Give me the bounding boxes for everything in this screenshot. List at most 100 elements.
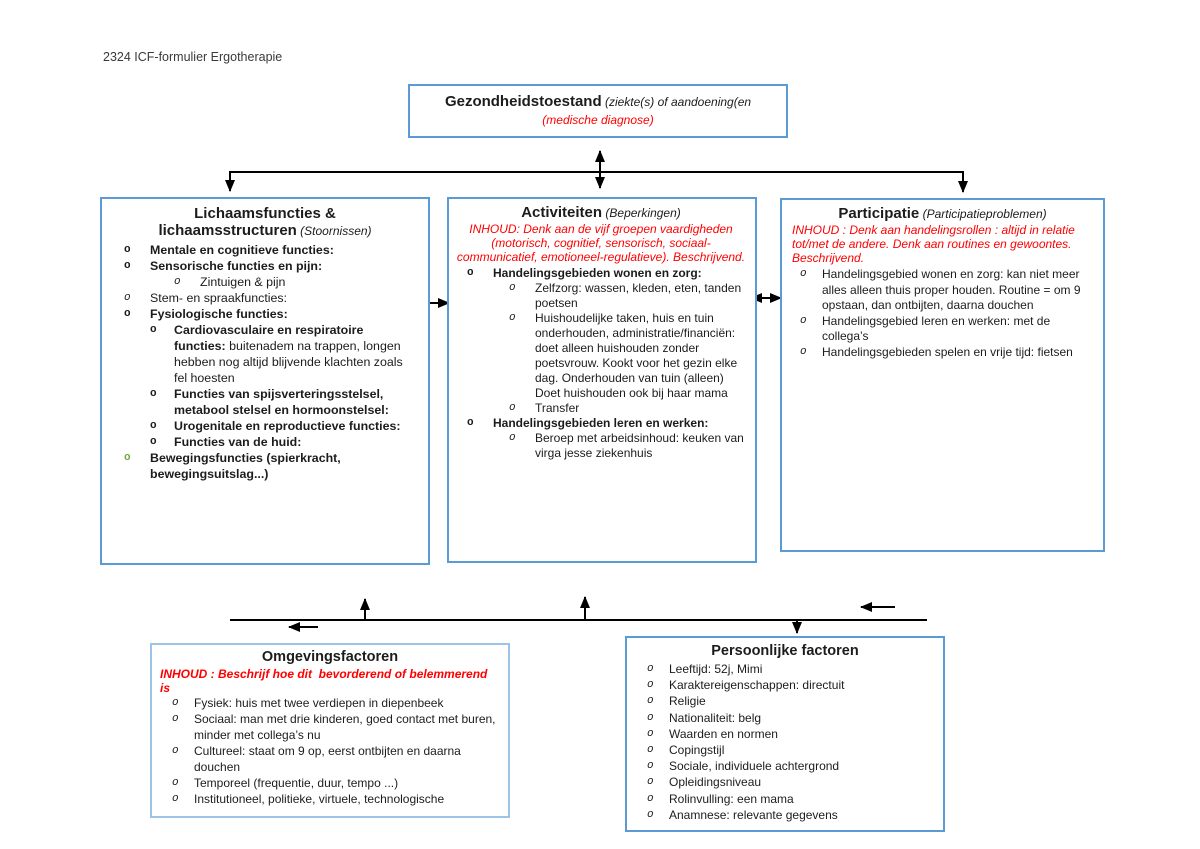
bullet-marker: o [150, 388, 157, 400]
bullet-marker: o [647, 695, 654, 708]
omgevingsfactoren-list: o Fysiek: huis met twee verdiepen in diep… [160, 695, 500, 807]
box-title: Lichaamsfuncties & lichaamsstructuren (S… [112, 205, 418, 240]
bullet-marker: o [150, 420, 157, 432]
list-item-text: Waarden en normen [669, 726, 778, 741]
list-item-text: Functies van spijsverteringsstelsel, met… [174, 387, 389, 417]
list-item: o Leeftijd: 52j, Mimi [635, 661, 935, 677]
bullet-marker: o [647, 792, 654, 805]
bullet-marker: o [172, 777, 179, 789]
list-item-text: Huishoudelijke taken, huis en tuin onder… [535, 311, 738, 400]
bullet-marker: o [124, 452, 131, 464]
list-item-text: Handelingsgebied wonen en zorg: kan niet… [822, 267, 1084, 312]
list-item: o Handelingsgebied leren en werken: met d… [792, 314, 1093, 345]
bullet-marker: o [509, 432, 516, 444]
list-item: o Handelingsgebieden spelen en vrije tijd… [792, 345, 1093, 361]
list-item: o Handelingsgebieden leren en werken: [455, 416, 747, 431]
bullet-marker: o [647, 808, 654, 821]
list-item: o Religie [635, 693, 935, 709]
bullet-marker: o [647, 760, 654, 773]
bullet-marker: o [800, 268, 807, 280]
box-title-line2: lichaamsstructuren (Stoornissen) [158, 222, 372, 239]
list-item: o Fysiologische functies: [112, 306, 418, 322]
list-item-text: Zelfzorg: wassen, kleden, eten, tanden p… [535, 281, 745, 310]
bullet-marker: o [647, 663, 654, 675]
list-item-text: Rolinvulling: een mama [669, 791, 794, 806]
list-item-text: Mentale en cognitieve functies: [150, 243, 334, 257]
box-title-suffix: (ziekte(s) of aandoening(en [601, 95, 752, 109]
list-item-text: Fysiek: huis met twee verdiepen in diepe… [194, 696, 444, 710]
list-item-text: Cardiovasculaire en respiratoire functie… [174, 323, 407, 385]
list-item: o Functies van de huid: [112, 434, 418, 450]
bullet-marker: o [509, 402, 516, 414]
list-item-text: Urogenitale en reproductieve functies: [174, 419, 401, 433]
list-item: o Nationaliteit: belg [635, 710, 935, 726]
bullet-marker: o [172, 793, 179, 805]
list-item-text: Karaktereigenschappen: directuit [669, 678, 845, 693]
box-title-suffix: (Beperkingen) [602, 206, 681, 220]
list-item-text: Handelingsgebieden spelen en vrije tijd:… [822, 344, 1073, 359]
participatie-list: o Handelingsgebied wonen en zorg: kan nie… [792, 267, 1093, 360]
list-item-text: Cultureel: staat om 9 op, eerst ontbijte… [194, 744, 465, 774]
bullet-marker: o [172, 745, 179, 757]
box-title: Gezondheidstoestand [444, 93, 602, 110]
bullet-marker: o [467, 267, 474, 279]
activiteiten-box: Activiteiten (Beperkingen) INHOUD: Denk … [447, 197, 757, 563]
list-item-text: Stem- en spraakfuncties: [150, 291, 288, 305]
list-item-text: Beroep met arbeidsinhoud: keuken van vir… [535, 431, 748, 460]
list-item-text: Handelingsgebied leren en werken: met de… [822, 313, 1054, 344]
list-item: o Waarden en normen [635, 726, 935, 742]
list-item-text: Institutioneel, politieke, virtuele, tec… [194, 792, 445, 806]
list-item: o Handelingsgebied wonen en zorg: kan nie… [792, 267, 1093, 314]
gezondheidstoestand-box: Gezondheidstoestand (ziekte(s) of aandoe… [408, 84, 788, 138]
list-item-text: Fysiologische functies: [150, 307, 288, 321]
box-title-suffix: (Stoornissen) [296, 224, 372, 238]
list-item: o Rolinvulling: een mama [635, 791, 935, 807]
list-item-text: Sensorische functies en pijn: [150, 259, 323, 273]
list-item: o Institutioneel, politieke, virtuele, te… [160, 791, 500, 807]
list-item-text: Leeftijd: 52j, Mimi [669, 662, 763, 676]
bullet-marker: o [124, 244, 131, 256]
list-item: o Functies van spijsverteringsstelsel, me… [112, 386, 418, 418]
box-title-line1: Lichaamsfuncties & [194, 205, 336, 222]
bullet-marker: o [172, 697, 179, 709]
list-item: o Karaktereigenschappen: directuit [635, 677, 935, 693]
list-item-text: Bewegingsfuncties (spierkracht, beweging… [150, 451, 345, 481]
list-item-text: Zintuigen & pijn [200, 275, 286, 289]
bullet-marker: o [647, 744, 654, 757]
bullet-marker: o [647, 679, 654, 692]
inhoud-note: INHOUD : Denk aan handelingsrollen : alt… [792, 223, 1079, 265]
bullet-marker: o [467, 417, 474, 429]
inhoud-note: INHOUD : Beschrijf hoe dit bevorderend o… [160, 667, 491, 695]
list-item: o Beroep met arbeidsinhoud: keuken van vi… [455, 431, 747, 461]
bullet-marker: o [150, 436, 157, 448]
list-item: o Copingstijl [635, 742, 935, 758]
list-item-text: Copingstijl [669, 743, 725, 758]
bullet-marker: o [124, 308, 131, 320]
box-title: Participatie (Participatieproblemen) [838, 205, 1047, 222]
bullet-marker: o [124, 260, 131, 272]
list-item: o Sensorische functies en pijn: [112, 258, 418, 274]
bullet-marker: o [124, 292, 131, 304]
list-item-text: Functies van de huid: [174, 435, 302, 449]
medische-diagnose-label: (medische diagnose) [542, 113, 654, 127]
list-item-text: Handelingsgebieden leren en werken: [493, 416, 709, 430]
bullet-marker: o [800, 314, 807, 327]
bullet-marker: o [800, 345, 807, 358]
box-title-suffix: (Participatieproblemen) [919, 207, 1047, 221]
list-item-text: Nationaliteit: belg [669, 710, 762, 725]
bullet-marker: o [647, 727, 654, 740]
list-item-text: Religie [669, 694, 706, 709]
box-title-line: Gezondheidstoestand (ziekte(s) of aandoe… [410, 93, 786, 111]
box-title: Persoonlijke factoren [711, 643, 859, 659]
list-item-text: Opleidingsniveau [669, 775, 762, 790]
bullet-marker: o [647, 711, 654, 724]
